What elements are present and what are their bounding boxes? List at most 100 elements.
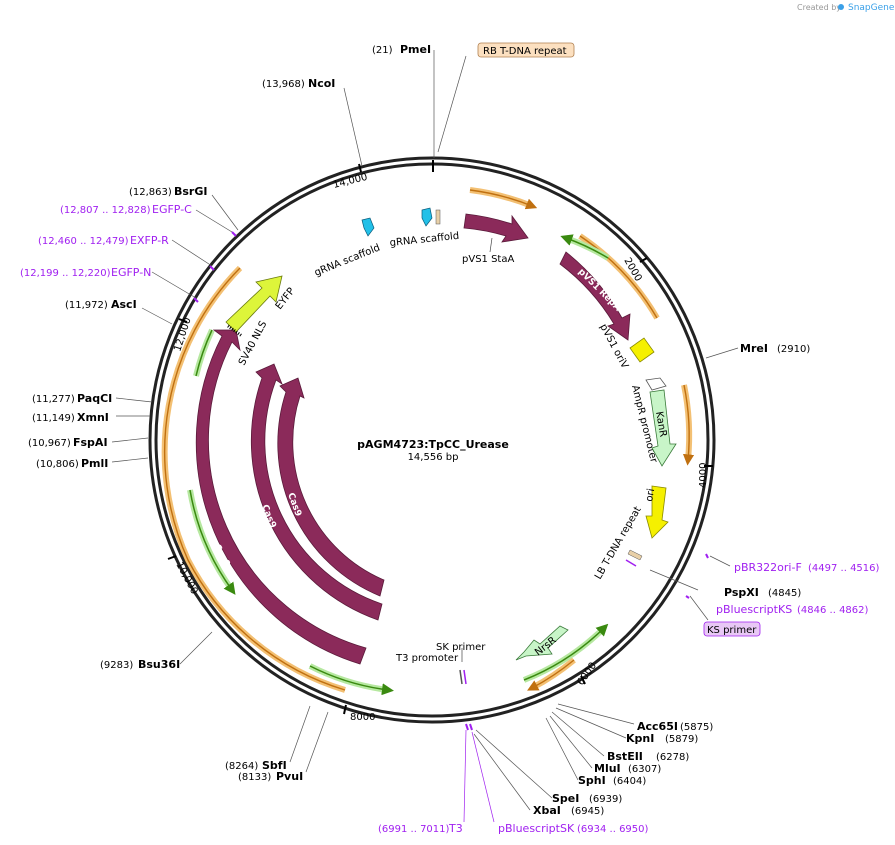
- site-bsu36i-pos: (9283): [100, 660, 133, 671]
- site-sphi[interactable]: SphI: [578, 774, 606, 787]
- cas9-arc-outer: [195, 329, 367, 665]
- sk-primer-mark: [463, 669, 467, 685]
- lb-label: LB T-DNA repeat: [593, 505, 644, 582]
- tick-label-4000: 4000: [698, 463, 709, 488]
- site-xbai[interactable]: XbaI: [533, 804, 561, 817]
- primer-pbluescriptks-range: (4846 .. 4862): [797, 605, 869, 616]
- primer-egfp-c-range: (12,807 .. 12,828): [60, 205, 151, 216]
- site-sbfi[interactable]: SbfI: [262, 759, 287, 772]
- tick-8000: [343, 704, 347, 715]
- ks-primer-box: [703, 621, 761, 637]
- site-ncoi-pos: (13,968): [262, 79, 305, 90]
- site-bsrgi[interactable]: BsrGI: [174, 185, 207, 198]
- brand-created-by: Created by: [797, 3, 841, 12]
- site-mrei[interactable]: MreI: [740, 342, 768, 355]
- tick-10000: [167, 555, 177, 560]
- primer-pbluescriptsk[interactable]: pBluescriptSK: [498, 822, 575, 835]
- brand-snapgene: SnapGene: [848, 3, 895, 13]
- site-fspai[interactable]: FspAI: [73, 436, 108, 449]
- primer-pbluescriptsk-range: (6934 .. 6950): [577, 824, 649, 835]
- site-xmni-pos: (11,149): [32, 413, 75, 424]
- site-paqci[interactable]: PaqCI: [77, 392, 112, 405]
- site-asci[interactable]: AscI: [111, 298, 137, 311]
- site-sbfi-pos: (8264): [225, 761, 258, 772]
- cas9-arc-inner: [277, 377, 385, 597]
- plasmid-size: 14,556 bp: [408, 452, 459, 463]
- sk-primer-label: SK primer: [436, 642, 486, 653]
- pvs1-repa-label: pVS1 RepA: [576, 267, 623, 314]
- ampr-promoter-arrow: [645, 377, 667, 391]
- primer-pbr322ori-f[interactable]: pBR322ori-F: [734, 561, 802, 574]
- site-spei[interactable]: SpeI: [552, 792, 579, 805]
- site-fspai-pos: (10,967): [28, 438, 71, 449]
- rb-repeat-box: [477, 42, 575, 58]
- sv40-nls-mark: [227, 324, 243, 338]
- tick-2000: [639, 257, 648, 263]
- ks-primer-label[interactable]: KS primer: [707, 625, 757, 636]
- tick-14000: [358, 163, 362, 173]
- site-bsu36i[interactable]: Bsu36I: [138, 658, 180, 671]
- ori-label: ori: [644, 488, 657, 503]
- t3-promoter-label: T3 promoter: [395, 653, 459, 664]
- primer-exfp-r-range: (12,460 .. 12,479): [38, 236, 129, 247]
- site-spei-pos: (6939): [589, 794, 622, 805]
- tick-12000: [178, 318, 188, 323]
- site-pmli-pos: (10,806): [36, 459, 79, 470]
- cas9-arc-middle: [250, 363, 383, 621]
- sv40-label: SV40 NLS: [237, 319, 269, 367]
- site-pspxi[interactable]: PspXI: [724, 586, 759, 599]
- site-asci-pos: (11,972): [65, 300, 108, 311]
- site-pvui[interactable]: PvuI: [276, 770, 303, 783]
- ori-arrow: [645, 485, 669, 539]
- site-mlui[interactable]: MluI: [594, 762, 621, 775]
- pvs1-oriv-box: [629, 337, 655, 363]
- kanr-arrow: [649, 389, 677, 467]
- primer-t3[interactable]: T3: [448, 822, 463, 835]
- site-acc65i[interactable]: Acc65I: [637, 720, 678, 733]
- t3-promoter-mark: [459, 669, 463, 685]
- primer-pbluescriptks[interactable]: pBluescriptKS: [716, 603, 792, 616]
- rb-repeat-mark: [435, 209, 441, 225]
- site-mrei-pos: (2910): [777, 344, 810, 355]
- snapgene-logo-icon: [838, 4, 844, 10]
- primer-exfp-r[interactable]: EXFP-R: [130, 234, 169, 247]
- eyfp-arrow: [225, 275, 283, 333]
- lb-repeat-mark: [627, 549, 643, 561]
- site-pmei[interactable]: PmeI: [400, 43, 431, 56]
- tick-6000: [580, 675, 586, 685]
- grna-scaffold-2-icon: [421, 207, 433, 227]
- plasmid-name: pAGM4723:TpCC_Urease: [357, 438, 509, 451]
- site-xbai-pos: (6945): [571, 806, 604, 817]
- grna-label-1: gRNA scaffold: [313, 242, 382, 278]
- site-bsrgi-pos: (12,863): [129, 187, 172, 198]
- backbone-outer: [148, 156, 716, 724]
- site-acc65i-pos: (5875): [680, 722, 713, 733]
- site-mlui-pos: (6307): [628, 764, 661, 775]
- site-ncoi[interactable]: NcoI: [308, 77, 335, 90]
- grna-label-2: gRNA scaffold: [389, 231, 460, 249]
- site-bsteii[interactable]: BstEII: [607, 750, 643, 763]
- primer-t3-range: (6991 .. 7011): [378, 824, 450, 835]
- grna-scaffold-1-icon: [361, 217, 375, 237]
- primer-pbr322ori-f-range: (4497 .. 4516): [808, 563, 880, 574]
- site-kpni[interactable]: KpnI: [626, 732, 654, 745]
- site-pspxi-pos: (4845): [768, 588, 801, 599]
- kanr-label: KanR: [653, 411, 668, 438]
- orange-arc-1: [469, 187, 534, 209]
- primer-egfp-c[interactable]: EGFP-C: [152, 203, 192, 216]
- nrsr-arrow: [515, 625, 569, 661]
- tick-label-8000: 8000: [350, 712, 375, 723]
- primer-egfp-n[interactable]: EGFP-N: [111, 266, 151, 279]
- site-kpni-pos: (5879): [665, 734, 698, 745]
- site-pmli[interactable]: PmlI: [81, 457, 108, 470]
- pvs1-staa-label: pVS1 StaA: [462, 254, 514, 265]
- green-arc-4: [308, 663, 389, 693]
- rb-repeat-label[interactable]: RB T-DNA repeat: [483, 46, 567, 57]
- pvs1-repa-arrow: [559, 251, 631, 341]
- primer-egfp-n-range: (12,199 .. 12,220): [20, 268, 111, 279]
- site-paqci-pos: (11,277): [32, 394, 75, 405]
- pvs1-staa-arrow: [463, 213, 529, 243]
- site-xmni[interactable]: XmnI: [77, 411, 109, 424]
- site-bsteii-pos: (6278): [656, 752, 689, 763]
